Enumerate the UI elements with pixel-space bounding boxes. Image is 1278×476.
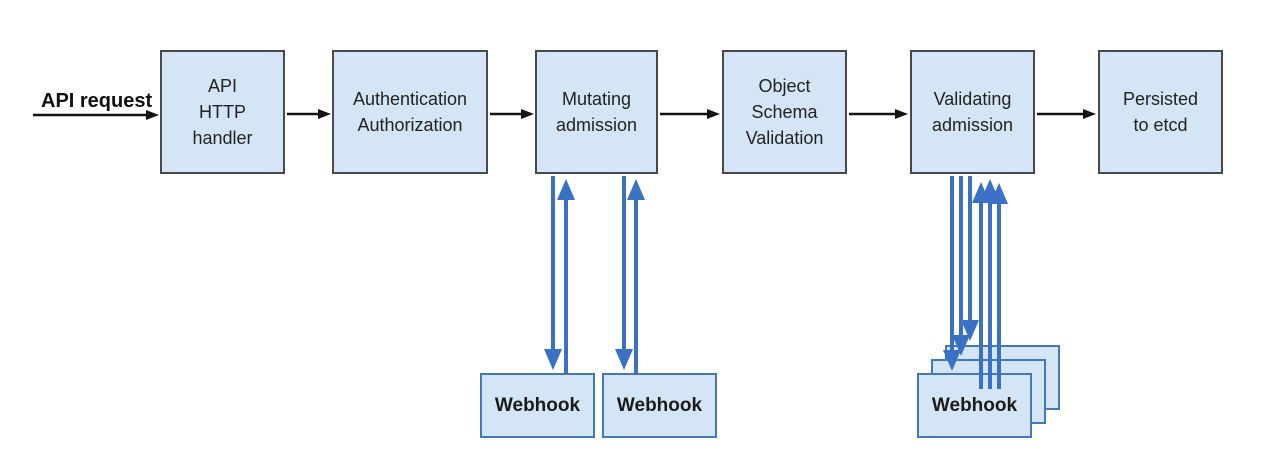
- api-request-label: API request: [41, 90, 153, 112]
- flow-arrow-handler-to-auth: [287, 109, 331, 119]
- flow-arrow-mutating-to-schema: [660, 109, 720, 119]
- stage-label: Validating admission: [931, 89, 1014, 135]
- validating-webhook-call-arrow-2: [952, 176, 970, 356]
- validating-webhook-front: Webhook: [917, 373, 1032, 438]
- stage-authentication-authorization: Authentication Authorization: [332, 50, 488, 174]
- stage-label: Mutating admission: [555, 89, 638, 135]
- stage-object-schema-validation: Object Schema Validation: [722, 50, 847, 174]
- mutating-webhook-2: Webhook: [602, 373, 717, 438]
- validating-webhook-call-arrow-1: [943, 176, 961, 371]
- stage-persisted-to-etcd: Persisted to etcd: [1098, 50, 1223, 174]
- flow-arrow-schema-to-validating: [849, 109, 908, 119]
- mutating-webhook1-response-arrow: [557, 179, 575, 374]
- mutating-webhook1-call-arrow: [544, 176, 562, 370]
- webhook-label: Webhook: [931, 394, 1018, 416]
- stage-mutating-admission: Mutating admission: [535, 50, 658, 174]
- mutating-webhook2-response-arrow: [627, 179, 645, 374]
- stage-label: API HTTP handler: [192, 76, 253, 148]
- stage-label: Authentication Authorization: [352, 89, 468, 135]
- mutating-webhook2-call-arrow: [615, 176, 633, 370]
- mutating-webhook-1: Webhook: [480, 373, 595, 438]
- flow-arrow-validating-to-etcd: [1037, 109, 1096, 119]
- validating-webhook-call-arrow-3: [961, 176, 979, 341]
- stage-validating-admission: Validating admission: [910, 50, 1035, 174]
- webhook-label: Webhook: [494, 394, 581, 416]
- flow-arrow-auth-to-mutating: [490, 109, 534, 119]
- webhook-label: Webhook: [616, 394, 703, 416]
- stage-api-http-handler: API HTTP handler: [160, 50, 285, 174]
- stage-label: Object Schema Validation: [745, 76, 824, 148]
- stage-label: Persisted to etcd: [1122, 89, 1199, 135]
